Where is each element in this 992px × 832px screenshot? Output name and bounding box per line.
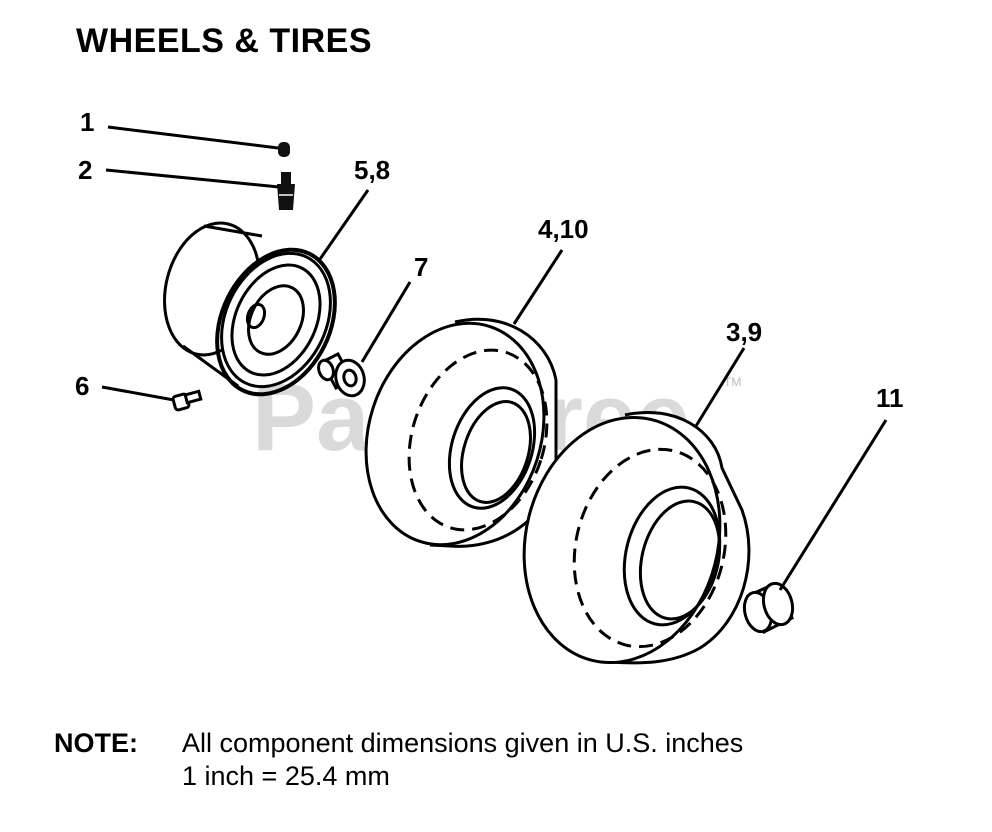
callout-1: 1 [80,107,94,137]
callout-5-8: 5,8 [354,155,390,185]
watermark-trademark: TM [724,375,741,389]
leader-line-11 [778,419,888,591]
part-rear-tire[interactable] [499,396,751,683]
part-rim-seal-ring[interactable] [194,230,358,414]
callout-4-10: 4,10 [538,214,589,244]
part-valve-stem[interactable] [277,172,295,210]
leader-line-6 [101,385,175,402]
part-bolt[interactable] [171,389,203,412]
diagram-title: WHEELS & TIRES [76,22,373,60]
leader-line-1 [107,125,279,150]
note-text-line-2: 1 inch = 25.4 mm [182,761,390,791]
leader-line-3-9 [694,347,746,427]
leader-line-5-8 [316,189,370,263]
callout-7: 7 [414,252,428,282]
note-label: NOTE: [54,728,138,758]
part-hub-cap[interactable] [740,580,797,635]
callout-11: 11 [876,383,904,413]
callout-3-9: 3,9 [726,317,762,347]
leader-line-7 [360,281,412,363]
callout-6: 6 [75,371,89,401]
leader-line-4-10 [512,249,564,325]
part-bushing[interactable] [316,352,368,399]
part-front-tire[interactable] [338,300,571,568]
part-wheel-rim[interactable] [151,213,351,405]
leader-line-2 [105,168,280,189]
callout-2: 2 [78,155,92,185]
part-valve-cap[interactable] [278,142,290,157]
note-text-line-1: All component dimensions given in U.S. i… [182,728,744,758]
